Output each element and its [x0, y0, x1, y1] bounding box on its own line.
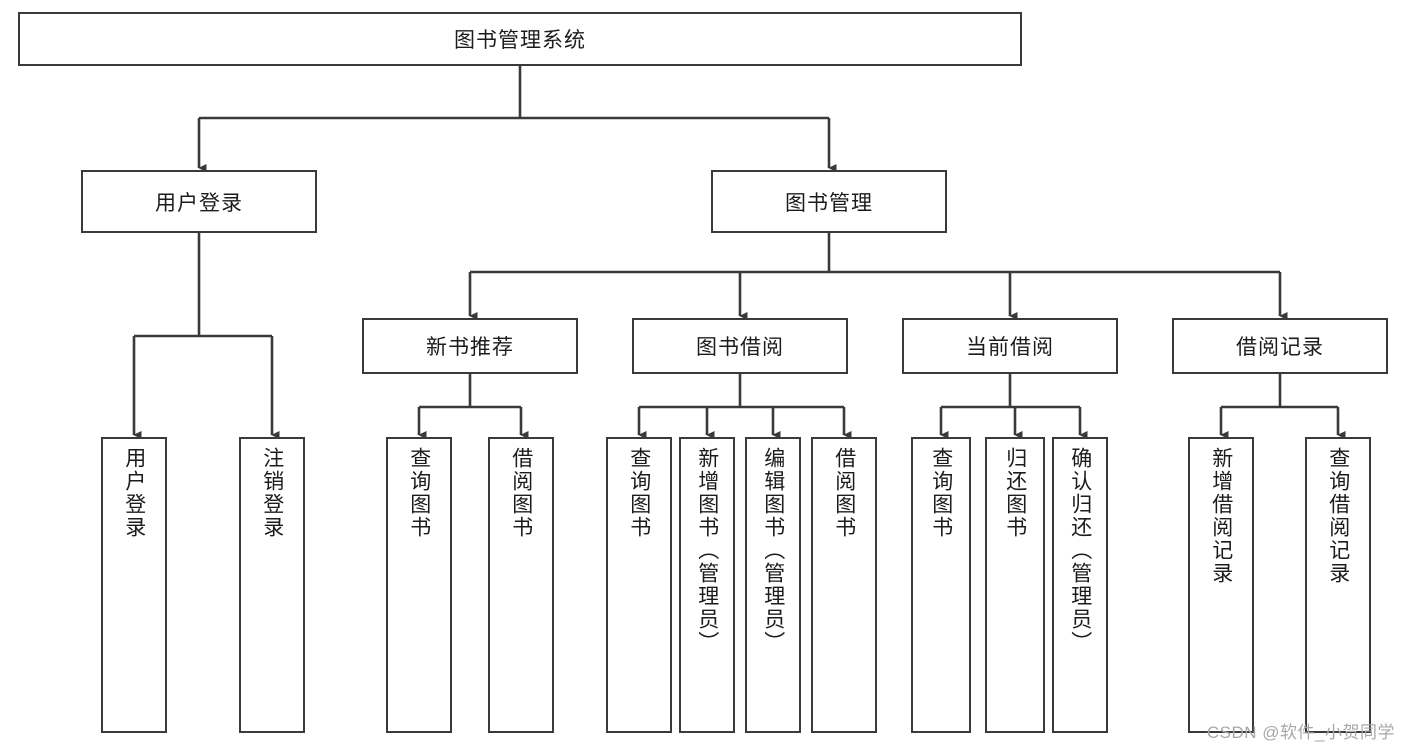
leaf-node-label: 新增借阅记录 [1209, 447, 1233, 585]
leaf-node-label: 编辑图书（管理员） [761, 447, 785, 654]
leaf-node[interactable]: 查询图书 [911, 437, 971, 733]
leaf-node[interactable]: 新增图书（管理员） [679, 437, 735, 733]
node-current-borrow-label: 当前借阅 [966, 336, 1054, 359]
leaf-node[interactable]: 借阅图书 [811, 437, 877, 733]
watermark-text: CSDN @软件_小贺同学 [1206, 723, 1395, 742]
leaf-node-label: 归还图书 [1003, 447, 1027, 539]
leaf-node[interactable]: 新增借阅记录 [1188, 437, 1254, 733]
leaf-node-label: 借阅图书 [509, 447, 533, 539]
node-user-login-label: 用户登录 [155, 191, 243, 215]
node-user-login[interactable]: 用户登录 [81, 170, 317, 233]
node-borrow-records-label: 借阅记录 [1236, 336, 1324, 359]
leaf-node[interactable]: 确认归还（管理员） [1052, 437, 1108, 733]
leaf-node[interactable]: 查询图书 [386, 437, 452, 733]
node-new-book-recommend-label: 新书推荐 [426, 336, 514, 359]
leaf-node-label: 新增图书（管理员） [695, 447, 719, 654]
leaf-node-label: 查询图书 [407, 447, 431, 539]
node-book-borrow-label: 图书借阅 [696, 336, 784, 359]
leaf-node-label: 查询图书 [627, 447, 651, 539]
node-root[interactable]: 图书管理系统 [18, 12, 1022, 66]
node-current-borrow[interactable]: 当前借阅 [902, 318, 1118, 374]
node-book-management-label: 图书管理 [785, 191, 873, 215]
leaf-node-label: 查询借阅记录 [1326, 447, 1350, 585]
leaf-node[interactable]: 查询借阅记录 [1305, 437, 1371, 733]
node-new-book-recommend[interactable]: 新书推荐 [362, 318, 578, 374]
connector-lines [132, 66, 1346, 439]
leaf-node-label: 借阅图书 [832, 447, 856, 539]
leaf-node[interactable]: 注销登录 [239, 437, 305, 733]
node-root-label: 图书管理系统 [454, 29, 586, 52]
leaf-node[interactable]: 用户登录 [101, 437, 167, 733]
node-book-borrow[interactable]: 图书借阅 [632, 318, 848, 374]
leaf-node-label: 用户登录 [122, 447, 146, 539]
leaf-node-label: 确认归还（管理员） [1068, 447, 1092, 654]
node-book-management[interactable]: 图书管理 [711, 170, 947, 233]
leaf-node[interactable]: 归还图书 [985, 437, 1045, 733]
leaf-node[interactable]: 查询图书 [606, 437, 672, 733]
leaf-node-label: 查询图书 [929, 447, 953, 539]
leaf-node[interactable]: 借阅图书 [488, 437, 554, 733]
leaf-node-label: 注销登录 [260, 447, 284, 539]
leaf-node[interactable]: 编辑图书（管理员） [745, 437, 801, 733]
node-borrow-records[interactable]: 借阅记录 [1172, 318, 1388, 374]
